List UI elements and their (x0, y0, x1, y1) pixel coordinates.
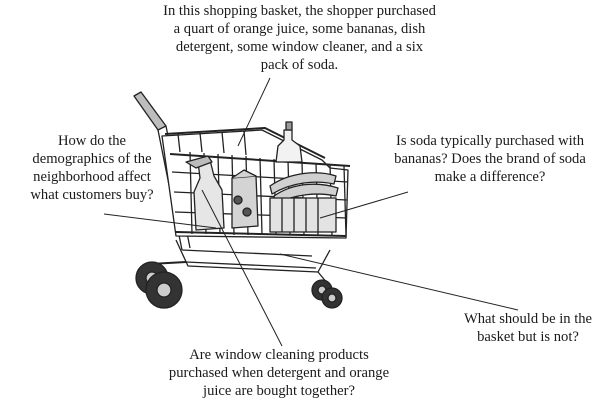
caption-line: What should be in the (463, 311, 593, 327)
caption-line: make a difference? (434, 169, 546, 185)
caption-line: In this shopping basket, the shopper pur… (163, 3, 436, 19)
cart-wheels (135, 261, 343, 309)
soda-six-pack (269, 197, 337, 233)
caption-bottom: Are window cleaning products purchased w… (150, 346, 408, 400)
caption-line: demographics of the (32, 151, 152, 167)
leader-lines (103, 77, 519, 347)
leader-bottom (201, 189, 283, 347)
caption-line: How do the (57, 133, 127, 149)
caption-line: Are window cleaning products (189, 347, 369, 363)
caption-line: what customers buy? (30, 187, 154, 203)
caption-line: neighborhood affect (33, 169, 151, 185)
dish-detergent-bottle (275, 121, 303, 163)
caption-line: bananas? Does the brand of soda (394, 151, 586, 167)
caption-line: pack of soda. (260, 57, 339, 73)
caption-right: Is soda typically purchased with bananas… (366, 132, 614, 186)
caption-line: purchased when detergent and orange (168, 365, 390, 381)
caption-top: In this shopping basket, the shopper pur… (132, 2, 467, 74)
leader-right (319, 191, 409, 219)
caption-line: Is soda typically purchased with (395, 133, 585, 149)
caption-bottom-right: What should be in the basket but is not? (448, 310, 608, 346)
caption-line: basket but is not? (477, 329, 579, 345)
leader-top (237, 77, 271, 147)
orange-juice-carton (231, 169, 259, 229)
leader-left (103, 213, 217, 229)
caption-left: How do the demographics of the neighborh… (18, 132, 166, 204)
window-cleaner-bottle (185, 155, 225, 231)
caption-line: juice are bought together? (203, 383, 355, 399)
caption-line: a quart of orange juice, some bananas, d… (173, 21, 426, 37)
leader-bottom-right (279, 253, 519, 311)
caption-line: detergent, some window cleaner, and a si… (175, 39, 424, 55)
